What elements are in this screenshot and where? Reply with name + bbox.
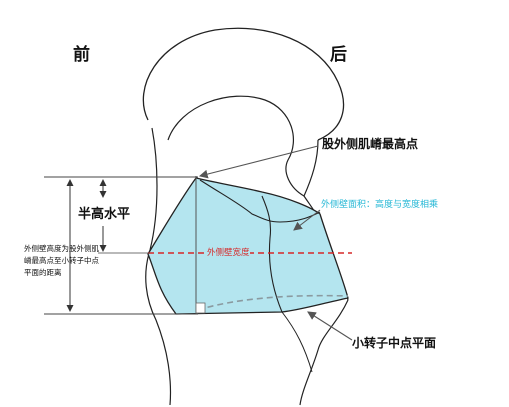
medial-cortex xyxy=(299,299,349,406)
crest-line xyxy=(199,179,321,223)
trochanter-contour xyxy=(167,95,305,197)
crest-callout-arrow xyxy=(198,145,319,179)
crest-highest-point-label: 股外侧肌嵴最高点 xyxy=(322,137,419,151)
lesser-trochanter-contour xyxy=(281,311,313,373)
plane-callout-arrow xyxy=(307,311,353,341)
right-angle-marker xyxy=(195,302,206,314)
wall-height-definition: 外侧壁高度为股外侧肌嵴最高点至小转子中点平面的距离 xyxy=(24,244,99,277)
wall-width-label: 外侧壁宽度 xyxy=(207,246,250,258)
lesser-trochanter-plane-label: 小转子中点平面 xyxy=(352,336,437,350)
area-callout-arrow xyxy=(293,209,321,231)
wall-area-label: 外侧壁面积：高度与宽度相乘 xyxy=(321,200,439,210)
anterior-label: 前 xyxy=(73,45,90,65)
posterior-label: 后 xyxy=(330,45,347,65)
femoral-head-outline xyxy=(142,27,345,141)
half-height-label: 半高水平 xyxy=(78,207,131,222)
lesser-trochanter-plane-line xyxy=(197,294,349,311)
inner-contour xyxy=(261,195,283,313)
